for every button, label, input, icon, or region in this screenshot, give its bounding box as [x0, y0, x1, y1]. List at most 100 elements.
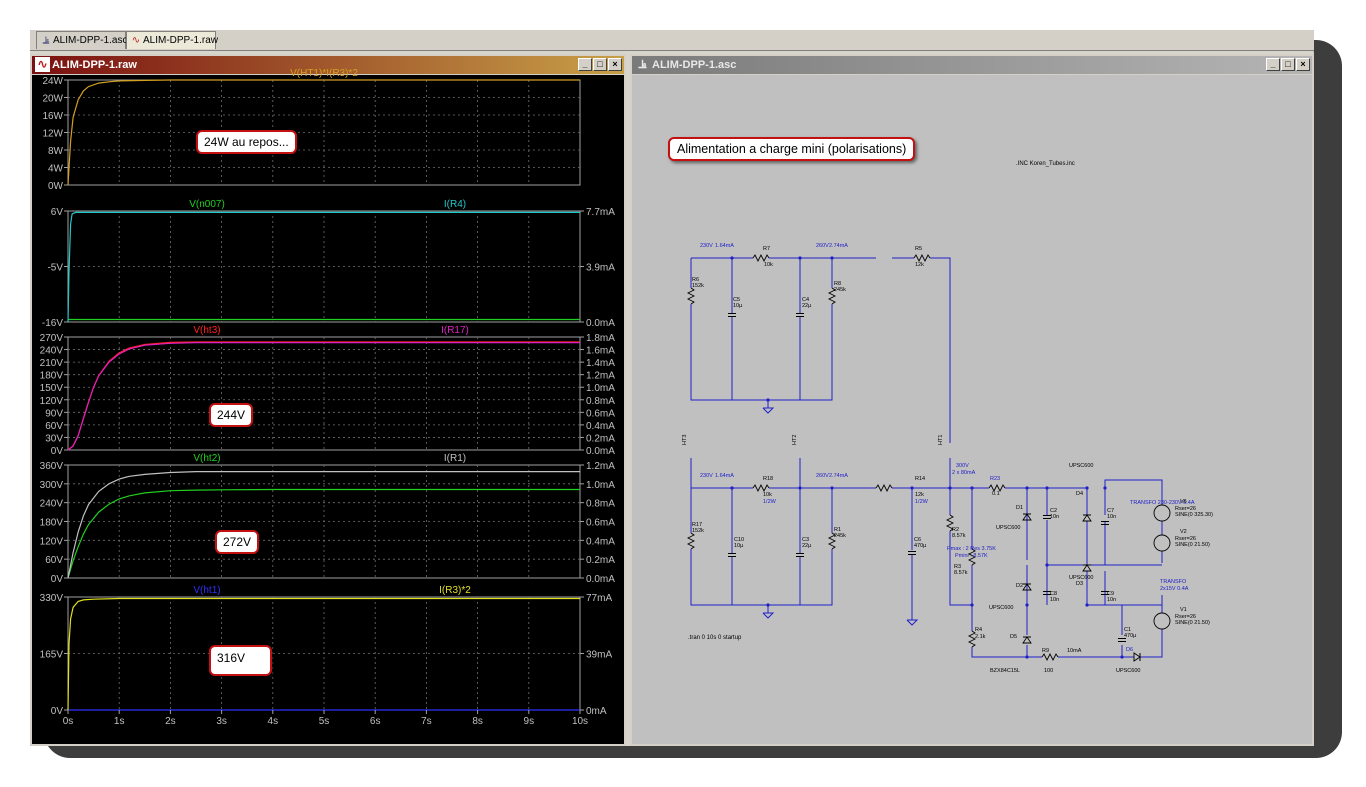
wire	[690, 304, 833, 401]
schematic-label: UPSC600	[996, 525, 1020, 531]
y2-tick-label: 0.6mA	[586, 408, 615, 419]
schematic-label: V1	[1180, 607, 1187, 613]
junction	[910, 486, 914, 490]
schematic-label: 10n	[1050, 514, 1059, 520]
schematic-label: R14	[915, 476, 925, 482]
schematic-label: TRANSFO	[1160, 579, 1187, 585]
window-title: ALIM-DPP-1.asc	[652, 59, 737, 71]
wire	[1140, 629, 1163, 658]
tab-schematic[interactable]: ⫡ALIM-DPP-1.asc	[36, 31, 127, 49]
maximize-button[interactable]: □	[1281, 58, 1295, 71]
minimize-button[interactable]: _	[1266, 58, 1280, 71]
junction	[830, 256, 834, 260]
schematic-label: D2	[1016, 583, 1023, 589]
wire	[690, 458, 753, 489]
schematic-label: 22µ	[802, 303, 812, 309]
y-tick-label: 60V	[45, 555, 63, 566]
y-tick-label: 16W	[42, 111, 63, 122]
trace-i-r3-2	[67, 597, 580, 711]
junction	[798, 256, 802, 260]
schematic-label: D4	[1076, 491, 1083, 497]
junction	[1085, 486, 1089, 490]
y2-tick-label: 0.0mA	[586, 574, 615, 585]
trace-v-ht1-i-r3-2	[67, 79, 580, 186]
diode-symbol	[1022, 583, 1032, 591]
trace-legend-label: I(R4)	[444, 199, 466, 210]
resistor-symbol	[827, 532, 837, 550]
voltage-source-symbol	[1153, 612, 1171, 630]
x-tick-label: 4s	[268, 716, 279, 727]
y-tick-label: 4W	[48, 164, 64, 175]
y2-tick-label: 0.6mA	[586, 518, 615, 529]
schematic-label: 1/2W	[915, 499, 929, 505]
callout-316v: 316V	[209, 645, 273, 676]
schematic-label: C6	[914, 537, 921, 543]
y-tick-label: 0V	[51, 574, 64, 585]
schematic-canvas[interactable]: Alimentation a charge mini (polarisation…	[632, 75, 1312, 744]
include-directive: .INC Koren_Tubes.inc	[1016, 161, 1075, 167]
trace-i-r1-	[67, 471, 580, 579]
wire	[930, 257, 951, 443]
y-tick-label: 60V	[45, 421, 63, 432]
trace-legend-label: I(R3)*2	[439, 585, 471, 596]
schematic-label: 152k	[692, 528, 704, 534]
resistor-symbol	[967, 548, 977, 566]
y-tick-label: 165V	[40, 650, 64, 661]
y2-tick-label: 0.4mA	[586, 536, 615, 547]
maximize-button[interactable]: □	[593, 58, 607, 71]
junction	[730, 256, 734, 260]
wire	[1104, 479, 1163, 505]
schematic-label: 1.64mA	[715, 473, 734, 479]
y-tick-label: 330V	[40, 593, 64, 604]
y-tick-label: 8W	[48, 146, 64, 157]
schematic-label: V2	[1180, 529, 1187, 535]
schematic-label: V6	[1180, 499, 1187, 505]
x-tick-label: 3s	[216, 716, 227, 727]
schematic-titlebar[interactable]: ⫡ ALIM-DPP-1.asc _□×	[632, 56, 1312, 74]
schematic-label: R8	[834, 281, 841, 287]
tab-waveform[interactable]: ∿ALIM-DPP-1.raw	[126, 31, 219, 49]
trace-legend-label: V(ht1)	[193, 585, 220, 596]
schematic-label: R18	[763, 476, 773, 482]
waveform-titlebar[interactable]: ∿ ALIM-DPP-1.raw _□×	[32, 56, 624, 74]
schematic-label: TRANSFO 230-230V 0.4A	[1130, 500, 1195, 506]
schematic-label: R5	[915, 246, 922, 252]
x-tick-label: 2s	[165, 716, 176, 727]
ground-symbol	[762, 407, 775, 414]
y-tick-label: -5V	[47, 263, 63, 274]
y2-tick-label: 1.0mA	[586, 383, 615, 394]
trace-i-r17-	[67, 342, 580, 451]
schematic-label: Rser=26	[1175, 506, 1196, 512]
schematic-label: C3	[802, 537, 809, 543]
y2-tick-label: 39mA	[586, 650, 612, 661]
junction	[766, 603, 770, 607]
schematic-window[interactable]: ⫡ ALIM-DPP-1.asc _□× Alimentation a char…	[630, 54, 1314, 746]
junction	[1045, 563, 1049, 567]
x-tick-label: 6s	[370, 716, 381, 727]
schematic-label: R7	[763, 246, 770, 252]
schematic-label: 2.74mA	[829, 243, 848, 249]
junction	[1025, 603, 1029, 607]
minimize-button[interactable]: _	[578, 58, 592, 71]
screenshot-frame: ⫡ALIM-DPP-1.asc ∿ALIM-DPP-1.raw ∿ ALIM-D…	[30, 30, 1314, 746]
callout-272v: 272V	[215, 530, 260, 554]
y-tick-label: 0V	[51, 706, 64, 717]
document-tab-bar: ⫡ALIM-DPP-1.asc ∿ALIM-DPP-1.raw	[30, 30, 1314, 51]
close-button[interactable]: ×	[1296, 58, 1310, 71]
schematic-label: SINE(0 21.50)	[1175, 542, 1210, 548]
ground-symbol	[762, 612, 775, 619]
schematic-label: Rser=26	[1175, 614, 1196, 620]
wire	[949, 531, 973, 606]
trace-legend-label: V(ht2)	[193, 453, 220, 464]
tab-label: ALIM-DPP-1.raw	[143, 35, 219, 46]
y2-tick-label: 3.9mA	[586, 263, 615, 274]
schematic-label: SINE(0 21.50)	[1175, 620, 1210, 626]
close-button[interactable]: ×	[608, 58, 622, 71]
y-tick-label: 0V	[51, 446, 64, 457]
junction	[1120, 655, 1124, 659]
wire	[971, 645, 1028, 658]
resistor-symbol	[827, 287, 837, 305]
